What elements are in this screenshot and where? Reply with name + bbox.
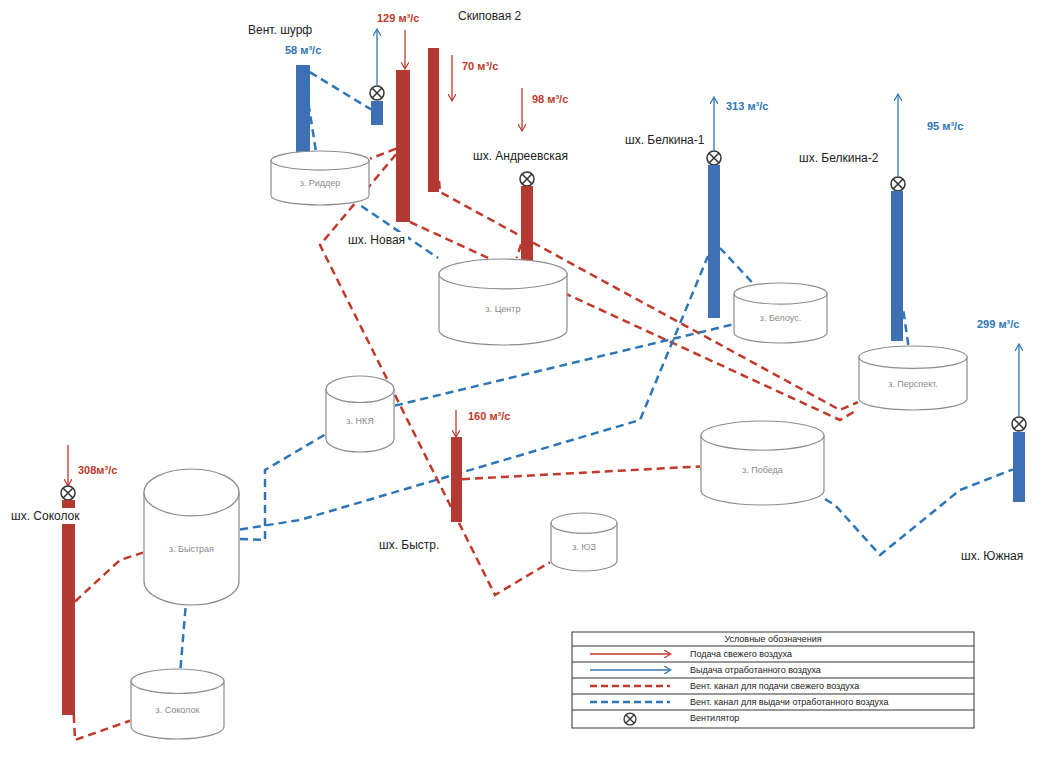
legend-title: Условные обозначения: [724, 634, 821, 644]
shaft-bar: шх. Белкина-1: [708, 165, 720, 318]
deposit-cylinder: з. Белоус.: [733, 282, 828, 344]
cylinder-outline: [858, 345, 968, 411]
vent-channel: [240, 435, 325, 540]
deposit-name: з. НКЯ: [346, 416, 373, 426]
vent-channel: [320, 154, 550, 595]
vent-channel: [303, 68, 371, 150]
deposit-name: з. Соколок: [156, 705, 200, 715]
deposit-cylinder: з. Быстрая: [143, 468, 240, 606]
vent-channel: [74, 715, 130, 740]
flow-value: 308м³/с: [76, 464, 119, 476]
deposit-cylinder: з. Центр: [438, 258, 568, 346]
cylinder-outline: [438, 258, 568, 346]
shaft-name: шх. Андреевская: [470, 148, 571, 164]
shaft-bar: Скиповая 2: [428, 48, 439, 192]
cylinder-outline: [550, 512, 618, 572]
deposit-cylinder: з. Риддер: [270, 150, 370, 206]
cylinder-outline: [700, 420, 825, 506]
flow-value: 160 м³/с: [466, 410, 512, 422]
vent-channel: [410, 222, 858, 420]
cylinder-outline: [143, 468, 240, 606]
deposit-cylinder: з. Победа: [700, 420, 825, 506]
legend-text: Подача свежего воздуха: [690, 649, 792, 659]
flow-value: 299 м³/с: [975, 318, 1021, 330]
flow-value: 58 м³/с: [283, 44, 323, 56]
deposit-cylinder: з. ЮЗ: [550, 512, 618, 572]
shaft-bar: шх. Андреевская: [521, 186, 533, 264]
shaft-bar: шх. Соколок: [62, 500, 75, 715]
legend-text: Вент. канал для выдачи отработанного воз…: [690, 697, 889, 707]
deposit-cylinder: з. НКЯ: [325, 375, 395, 453]
shaft-name: шх. Быстр.: [376, 537, 442, 553]
vent-channel: [181, 606, 186, 668]
deposit-name: з. ЮЗ: [572, 542, 596, 552]
shaft-bar: шх. Южная: [1013, 432, 1025, 502]
flow-value: 313 м³/с: [724, 100, 770, 112]
shaft-name: шх. Южная: [958, 548, 1026, 564]
vent-channel: [720, 248, 752, 282]
legend-text: Вент. канал для подачи свежего воздуха: [690, 681, 859, 691]
flow-value: 70 м³/с: [460, 60, 500, 72]
shaft-bar: шх. Белкина-2: [891, 191, 903, 341]
shaft-name: Скиповая 2: [455, 8, 524, 24]
vent-channel: [825, 469, 1013, 555]
legend-text: Выдача отработанного воздуха: [690, 665, 821, 675]
flow-value: 98 м³/с: [530, 93, 570, 105]
vent-channel: [75, 553, 143, 602]
legend-text: Вентилятор: [690, 713, 739, 723]
shaft-bar: шх. Быстр.: [451, 437, 462, 522]
shaft-name: шх. Новая: [345, 232, 408, 248]
vent-channel: [462, 466, 700, 479]
deposit-name: з. Центр: [486, 304, 521, 314]
flow-arrows: [68, 30, 1019, 485]
vent-channel: [439, 181, 858, 410]
deposit-name: з. Белоус.: [760, 313, 801, 323]
cylinder-outline: [733, 282, 828, 344]
cylinder-outline: [130, 668, 225, 740]
vent-channel: [240, 256, 708, 529]
shaft-bar: Вент. шурф: [371, 101, 383, 125]
fan-symbols: [61, 86, 1026, 500]
deposit-name: з. Риддер: [300, 178, 341, 188]
shaft-name: шх. Белкина-2: [796, 150, 881, 166]
cylinder-outline: [325, 375, 395, 453]
shaft-name: шх. Белкина-1: [622, 132, 707, 148]
deposit-cylinder: з. Соколок: [130, 668, 225, 740]
legend-samples: [590, 654, 670, 725]
flow-value: 95 м³/с: [925, 120, 965, 132]
vent-channel: [903, 308, 908, 345]
shaft-name: шх. Соколок: [8, 508, 83, 524]
deposit-cylinder: з. Перспект.: [858, 345, 968, 411]
deposit-name: з. Перспект.: [888, 379, 938, 389]
legend-table: [572, 632, 974, 728]
flow-value: 129 м³/с: [375, 12, 421, 24]
deposit-name: з. Быстрая: [169, 544, 214, 554]
deposit-name: з. Победа: [742, 465, 783, 475]
shaft-bar: шх. Новая: [396, 70, 410, 222]
shaft-name: Вент. шурф: [245, 22, 315, 38]
exhaust-riser: [296, 65, 310, 153]
